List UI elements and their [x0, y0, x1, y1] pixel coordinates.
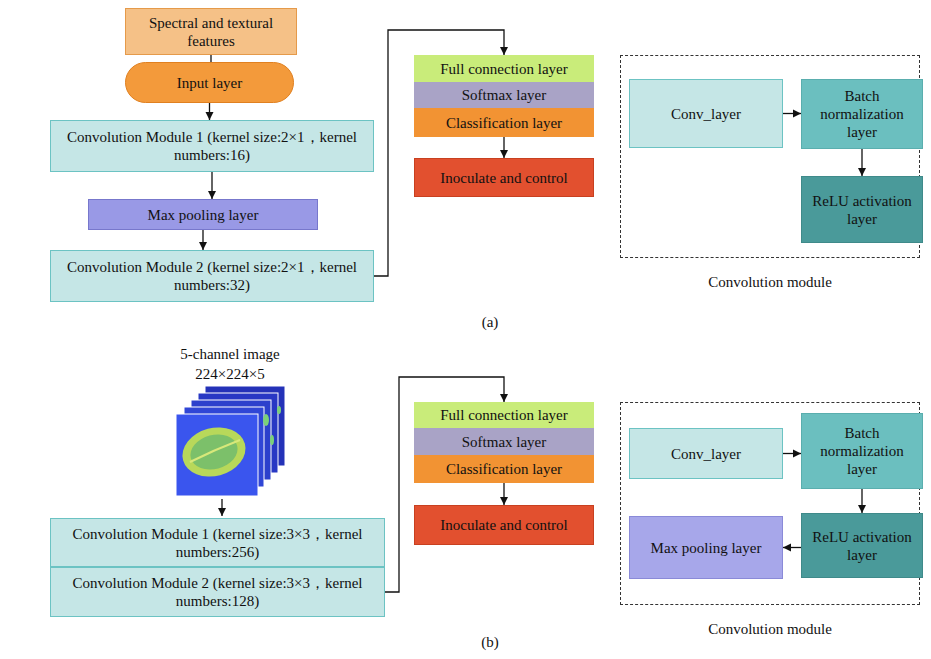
node-label: Convolution Module 1 (kernel size:2×1，ke… — [51, 128, 373, 164]
node-label: Conv_layer — [667, 105, 745, 123]
input-layer-oval: Input layer — [125, 62, 294, 103]
node-label: Full connection layer — [436, 60, 571, 78]
classification-layer-box: Classification layer — [414, 108, 594, 137]
module-group-box: Convolution moduleConv_layerBatch normal… — [620, 55, 920, 258]
node-label: Max pooling layer — [647, 539, 766, 557]
image-arrow — [221, 499, 222, 516]
connector-arrow — [202, 230, 203, 250]
node-label: Classification layer — [442, 460, 566, 478]
node-label: Inoculate and control — [436, 169, 571, 187]
node-label: Softmax layer — [458, 86, 551, 104]
conv-layer-box: Conv_layer — [629, 79, 783, 148]
panel-label: (b) — [481, 634, 499, 651]
conv-module-box: Convolution Module 1 (kernel size:3×3，ke… — [50, 518, 385, 567]
conv-module-box: Convolution Module 2 (kernel size:3×3，ke… — [50, 567, 385, 617]
relu-box: ReLU activation layer — [801, 513, 923, 578]
node-label: Convolution Module 2 (kernel size:2×1，ke… — [51, 258, 373, 294]
node-label: Spectral and textural features — [126, 14, 296, 50]
connector-arrow — [783, 453, 801, 454]
relu-box: ReLU activation layer — [801, 176, 923, 243]
connector-arrow — [209, 103, 210, 120]
node-label: Batch normalization layer — [802, 87, 922, 141]
node-label: Input layer — [173, 74, 246, 92]
node-label: Softmax layer — [458, 433, 551, 451]
output-box: Inoculate and control — [414, 505, 594, 545]
node-label: Conv_layer — [667, 445, 745, 463]
node-label: Convolution Module 1 (kernel size:3×3，ke… — [51, 525, 384, 561]
fc-layer-box: Full connection layer — [414, 55, 594, 82]
output-box: Inoculate and control — [414, 158, 594, 197]
group-caption: Convolution module — [621, 273, 919, 291]
connector-arrow — [211, 172, 212, 199]
node-label: ReLU activation layer — [802, 528, 922, 564]
node-label: Inoculate and control — [436, 516, 571, 534]
classification-layer-box: Classification layer — [414, 455, 594, 483]
connector-arrow — [861, 149, 862, 176]
fc-layer-box: Full connection layer — [414, 402, 594, 428]
image-caption: 5-channel image — [180, 346, 280, 363]
connector-arrow — [503, 483, 504, 505]
conv-layer-box: Conv_layer — [629, 428, 783, 479]
panel-label: (a) — [482, 314, 499, 331]
node-label: ReLU activation layer — [802, 192, 922, 228]
image-caption: 224×224×5 — [195, 366, 264, 383]
pooling-box: Max pooling layer — [629, 516, 783, 579]
node-label: Batch normalization layer — [802, 424, 922, 478]
conv-module-box: Convolution Module 1 (kernel size:2×1，ke… — [50, 120, 374, 172]
pooling-box: Max pooling layer — [88, 199, 318, 230]
softmax-layer-box: Softmax layer — [414, 428, 594, 455]
connector-arrow — [861, 489, 862, 513]
batchnorm-box: Batch normalization layer — [801, 79, 923, 149]
connector-arrow — [210, 55, 211, 62]
connector-arrow — [783, 547, 801, 548]
module-group-box: Convolution moduleConv_layerBatch normal… — [620, 402, 920, 605]
softmax-layer-box: Softmax layer — [414, 82, 594, 108]
input-features-box: Spectral and textural features — [125, 8, 297, 55]
conv-module-box: Convolution Module 2 (kernel size:2×1，ke… — [50, 250, 374, 302]
connector-arrow — [503, 137, 504, 158]
node-label: Max pooling layer — [144, 206, 263, 224]
node-label: Classification layer — [442, 114, 566, 132]
node-label: Full connection layer — [436, 406, 571, 424]
connector-arrow — [783, 113, 801, 114]
node-label: Convolution Module 2 (kernel size:3×3，ke… — [51, 574, 384, 610]
batchnorm-box: Batch normalization layer — [801, 413, 923, 489]
group-caption: Convolution module — [621, 620, 919, 638]
channel-stack-image — [176, 386, 285, 496]
